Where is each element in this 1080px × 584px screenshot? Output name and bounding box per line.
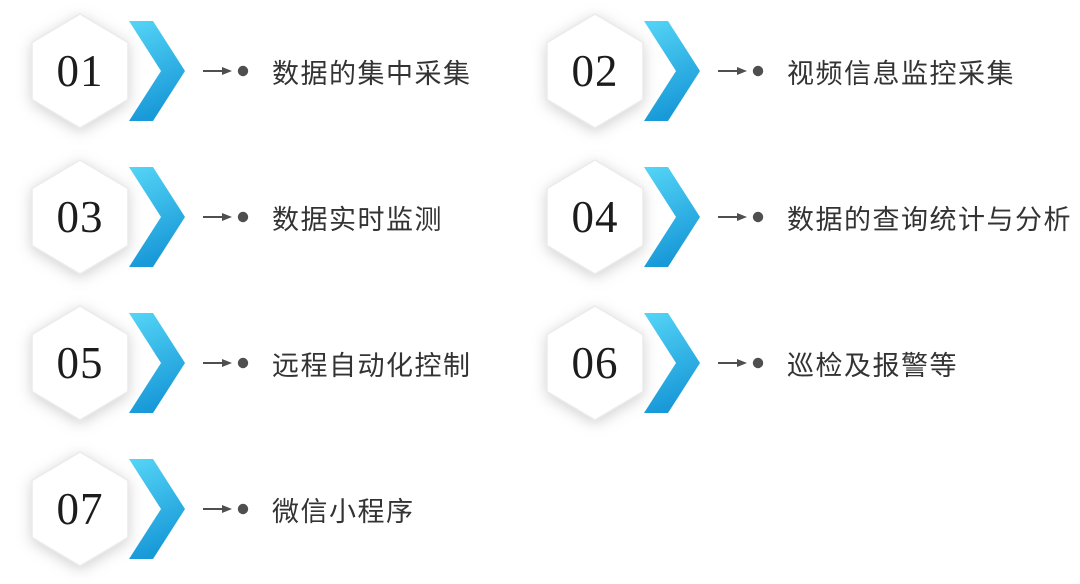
item-label: 数据的集中采集 (272, 58, 472, 89)
item-number: 05 (56, 338, 104, 388)
item-label: 数据的查询统计与分析 (787, 204, 1072, 235)
list-item: 04 数据的查询统计与分析 (543, 158, 1080, 276)
item-label: 巡检及报警等 (787, 350, 958, 381)
item-number: 04 (571, 192, 619, 242)
item-number: 02 (571, 46, 619, 96)
list-item: 03 数据实时监测 (28, 158, 543, 276)
item-number: 01 (56, 46, 104, 96)
item-label: 远程自动化控制 (272, 350, 472, 381)
hexagon-badge: 03 (28, 158, 186, 276)
hexagon-icon (546, 159, 644, 275)
item-label: 微信小程序 (272, 496, 415, 527)
arrow-dot-icon (718, 65, 764, 77)
hexagon-badge: 01 (28, 12, 186, 130)
hexagon-badge: 06 (543, 304, 701, 422)
hexagon-badge: 02 (543, 12, 701, 130)
arrow-dot-icon (718, 211, 764, 223)
item-number: 07 (56, 484, 104, 534)
hexagon-icon (31, 159, 129, 275)
feature-list: 01 数据的集中采集 02 视频信息监控采集 (28, 12, 1080, 568)
arrow-dot-icon (203, 211, 249, 223)
chevron-icon (644, 167, 700, 267)
item-number: 03 (56, 192, 104, 242)
hexagon-badge: 04 (543, 158, 701, 276)
hexagon-badge: 07 (28, 450, 186, 568)
chevron-icon (129, 167, 185, 267)
hexagon-badge: 05 (28, 304, 186, 422)
chevron-icon (129, 21, 185, 121)
arrow-dot-icon (718, 357, 764, 369)
list-item: 01 数据的集中采集 (28, 12, 543, 130)
arrow-dot-icon (203, 357, 249, 369)
arrow-dot-icon (203, 65, 249, 77)
list-item: 02 视频信息监控采集 (543, 12, 1080, 130)
hexagon-icon (31, 305, 129, 421)
arrow-dot-icon (203, 503, 249, 515)
chevron-icon (644, 313, 700, 413)
hexagon-icon (31, 451, 129, 567)
item-label: 视频信息监控采集 (787, 58, 1015, 89)
chevron-icon (129, 313, 185, 413)
item-number: 06 (571, 338, 619, 388)
chevron-icon (644, 21, 700, 121)
item-label: 数据实时监测 (272, 204, 443, 235)
hexagon-icon (546, 305, 644, 421)
hexagon-icon (546, 13, 644, 129)
list-item: 06 巡检及报警等 (543, 304, 1080, 422)
chevron-icon (129, 459, 185, 559)
list-item: 05 远程自动化控制 (28, 304, 543, 422)
list-item: 07 微信小程序 (28, 450, 543, 568)
hexagon-icon (31, 13, 129, 129)
